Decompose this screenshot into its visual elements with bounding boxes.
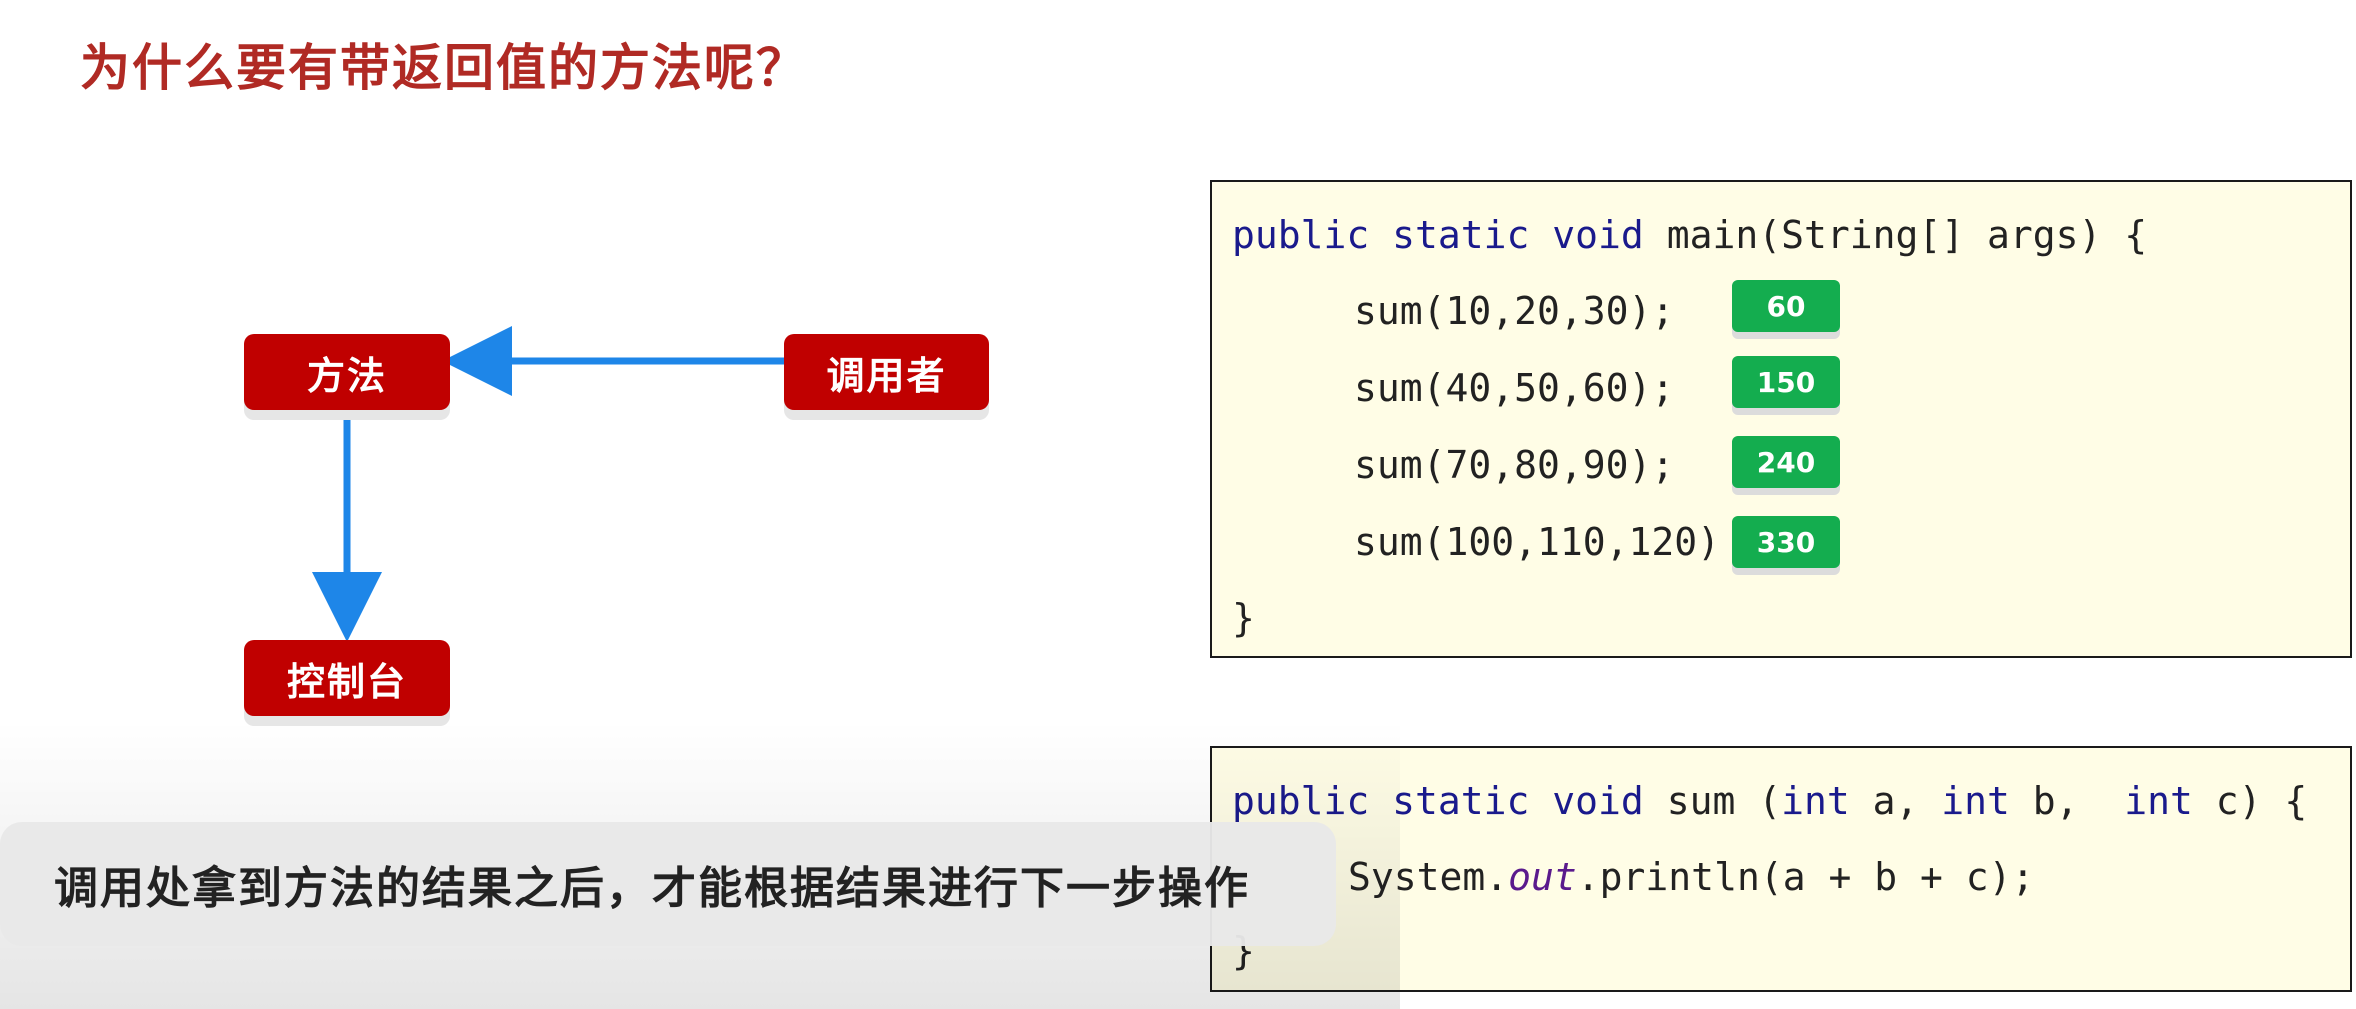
main-close-brace: } — [1232, 596, 1255, 640]
call-line-2: sum(40,50,60); — [1354, 366, 1675, 410]
main-signature: public static void main(String[] args) { — [1232, 210, 2147, 260]
sum-keywords: public static void — [1232, 779, 1644, 823]
call-line-4: sum(100,110,120) — [1354, 520, 1721, 564]
println-field: out — [1508, 855, 1577, 899]
main-keywords: public static void — [1232, 213, 1644, 257]
println-line: System.out.println(a + b + c); — [1348, 852, 2034, 902]
result-badge-3: 240 — [1732, 436, 1840, 488]
result-badge-1: 60 — [1732, 280, 1840, 332]
param-2: b, — [2009, 779, 2125, 823]
main-signature-rest: main(String[] args) { — [1643, 213, 2148, 257]
subtitle-caption: 调用处拿到方法的结果之后，才能根据结果进行下一步操作 — [0, 822, 1336, 946]
sum-signature: public static void sum (int a, int b, in… — [1232, 776, 2307, 826]
println-suffix: .println(a + b + c); — [1576, 855, 2035, 899]
param-type-2: int — [1941, 779, 2010, 823]
param-3: c) { — [2192, 779, 2308, 823]
param-type-1: int — [1781, 779, 1850, 823]
code-block-main: public static void main(String[] args) {… — [1210, 180, 2352, 658]
param-type-3: int — [2124, 779, 2193, 823]
println-prefix: System. — [1348, 855, 1509, 899]
method-node: 方法 — [244, 334, 450, 410]
call-line-3: sum(70,80,90); — [1354, 443, 1675, 487]
sum-name: sum ( — [1643, 779, 1782, 823]
subtitle-text: 调用处拿到方法的结果之后，才能根据结果进行下一步操作 — [54, 863, 1250, 914]
result-badge-2: 150 — [1732, 356, 1840, 408]
caller-node: 调用者 — [784, 334, 989, 410]
result-badge-4: 330 — [1732, 516, 1840, 568]
param-1: a, — [1849, 779, 1942, 823]
console-node: 控制台 — [244, 640, 450, 716]
code-block-sum: public static void sum (int a, int b, in… — [1210, 746, 2352, 992]
slide-title: 为什么要有带返回值的方法呢？ — [80, 39, 808, 97]
call-line-1: sum(10,20,30); — [1354, 289, 1675, 333]
